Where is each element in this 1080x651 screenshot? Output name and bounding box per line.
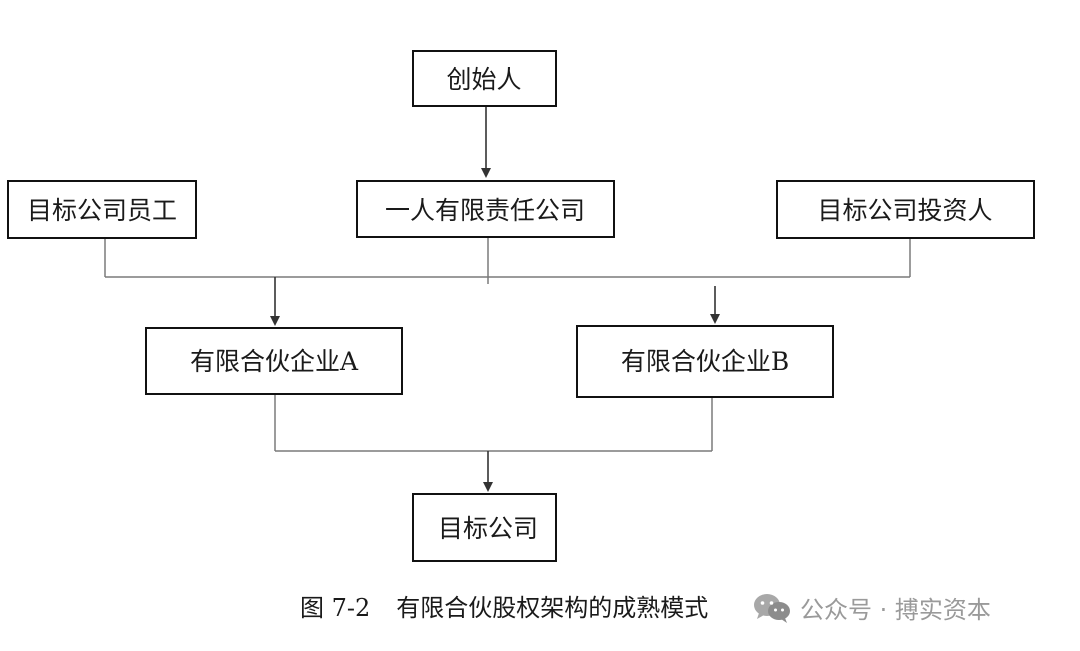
node-target: 目标公司 [412,493,557,562]
figure-number: 图 7-2 [300,594,371,622]
node-lp-a: 有限合伙企业A [145,327,403,395]
node-lp-b: 有限合伙企业B [576,325,834,398]
node-founder-label: 创始人 [446,65,521,94]
connectors [104,106,911,492]
node-founder: 创始人 [412,50,557,107]
node-sole-llc: 一人有限责任公司 [356,180,615,238]
node-sole-llc-label: 一人有限责任公司 [385,196,585,225]
wechat-icon [754,593,790,623]
node-lp-b-label: 有限合伙企业B [621,347,789,376]
watermark: 公众号 · 搏实资本 [752,590,991,625]
node-investors: 目标公司投资人 [776,180,1035,239]
node-lp-a-label: 有限合伙企业A [190,347,359,376]
node-employees-label: 目标公司员工 [27,196,177,225]
watermark-text: 公众号 · 搏实资本 [800,596,991,624]
node-target-label: 目标公司 [438,514,538,543]
figure-title: 有限合伙股权架构的成熟模式 [396,594,709,622]
figure-caption: 图 7-2 有限合伙股权架构的成熟模式 [300,588,708,623]
node-employees: 目标公司员工 [7,180,197,239]
node-investors-label: 目标公司投资人 [817,196,992,225]
